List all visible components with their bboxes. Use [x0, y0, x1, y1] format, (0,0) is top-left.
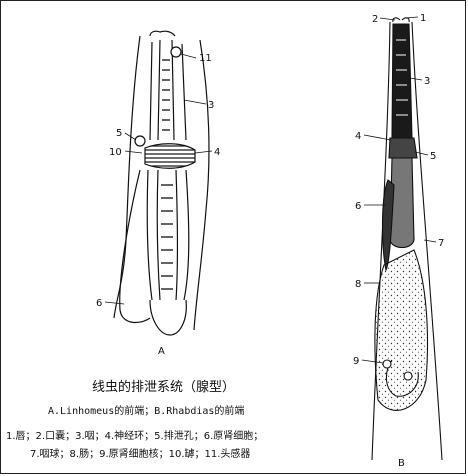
label-b-1: 1	[420, 13, 426, 24]
nerve-ring-b	[388, 137, 418, 159]
panel-label-b: B	[398, 458, 405, 469]
label-b-3: 3	[424, 76, 430, 87]
label-b-6: 6	[355, 201, 361, 212]
label-a-10: 10	[109, 147, 122, 158]
legend-line-2: 7.咽球；8.肠；9.原肾细胞核；10.罅；11.头感器	[30, 449, 251, 460]
figure-subtitle: A.Linhomeus的前端；B.Rhabdias的前端	[48, 406, 245, 417]
panel-label-a: A	[158, 346, 165, 357]
label-a-6: 6	[96, 298, 102, 309]
pharynx-upper-left-1	[149, 41, 153, 141]
panel-b-drawing	[371, 17, 443, 461]
figure-title: 线虫的排泄系统（腺型）	[92, 380, 236, 395]
panel-b-body-right-outline	[411, 21, 443, 461]
label-a-3: 3	[208, 100, 214, 111]
legend-line-1: 1.唇；2.口囊；3.咽；4.神经环；5.排泄孔；6.原肾细胞；	[6, 431, 264, 442]
label-b-5: 5	[430, 151, 436, 162]
excretory-cell-a	[119, 169, 151, 324]
pharynx-b	[391, 23, 413, 139]
panel-a-leaders	[104, 53, 213, 305]
amphid-a	[170, 46, 182, 58]
panel-a-lip	[149, 30, 176, 37]
excretory-pore-a	[134, 135, 146, 147]
label-b-4: 4	[355, 131, 361, 142]
label-b-2: 2	[372, 14, 378, 25]
nerve-ring-a	[144, 143, 196, 169]
panel-a-body-left-outline	[113, 35, 141, 319]
nucleus-b-1	[382, 359, 392, 369]
label-b-9: 9	[353, 356, 359, 367]
label-b-8: 8	[355, 279, 361, 290]
label-a-5: 5	[116, 128, 122, 139]
label-a-4: 4	[214, 147, 220, 158]
panel-a-striations	[161, 59, 173, 290]
label-b-7: 7	[438, 238, 444, 249]
panel-b-leaders	[361, 16, 437, 364]
panel-b-striations	[396, 39, 408, 116]
label-a-11: 11	[199, 53, 212, 64]
panel-a-body-right-outline	[193, 39, 210, 331]
nucleus-b-2	[403, 371, 413, 381]
panel-a-drawing	[113, 30, 210, 336]
intestine-b	[374, 249, 429, 411]
